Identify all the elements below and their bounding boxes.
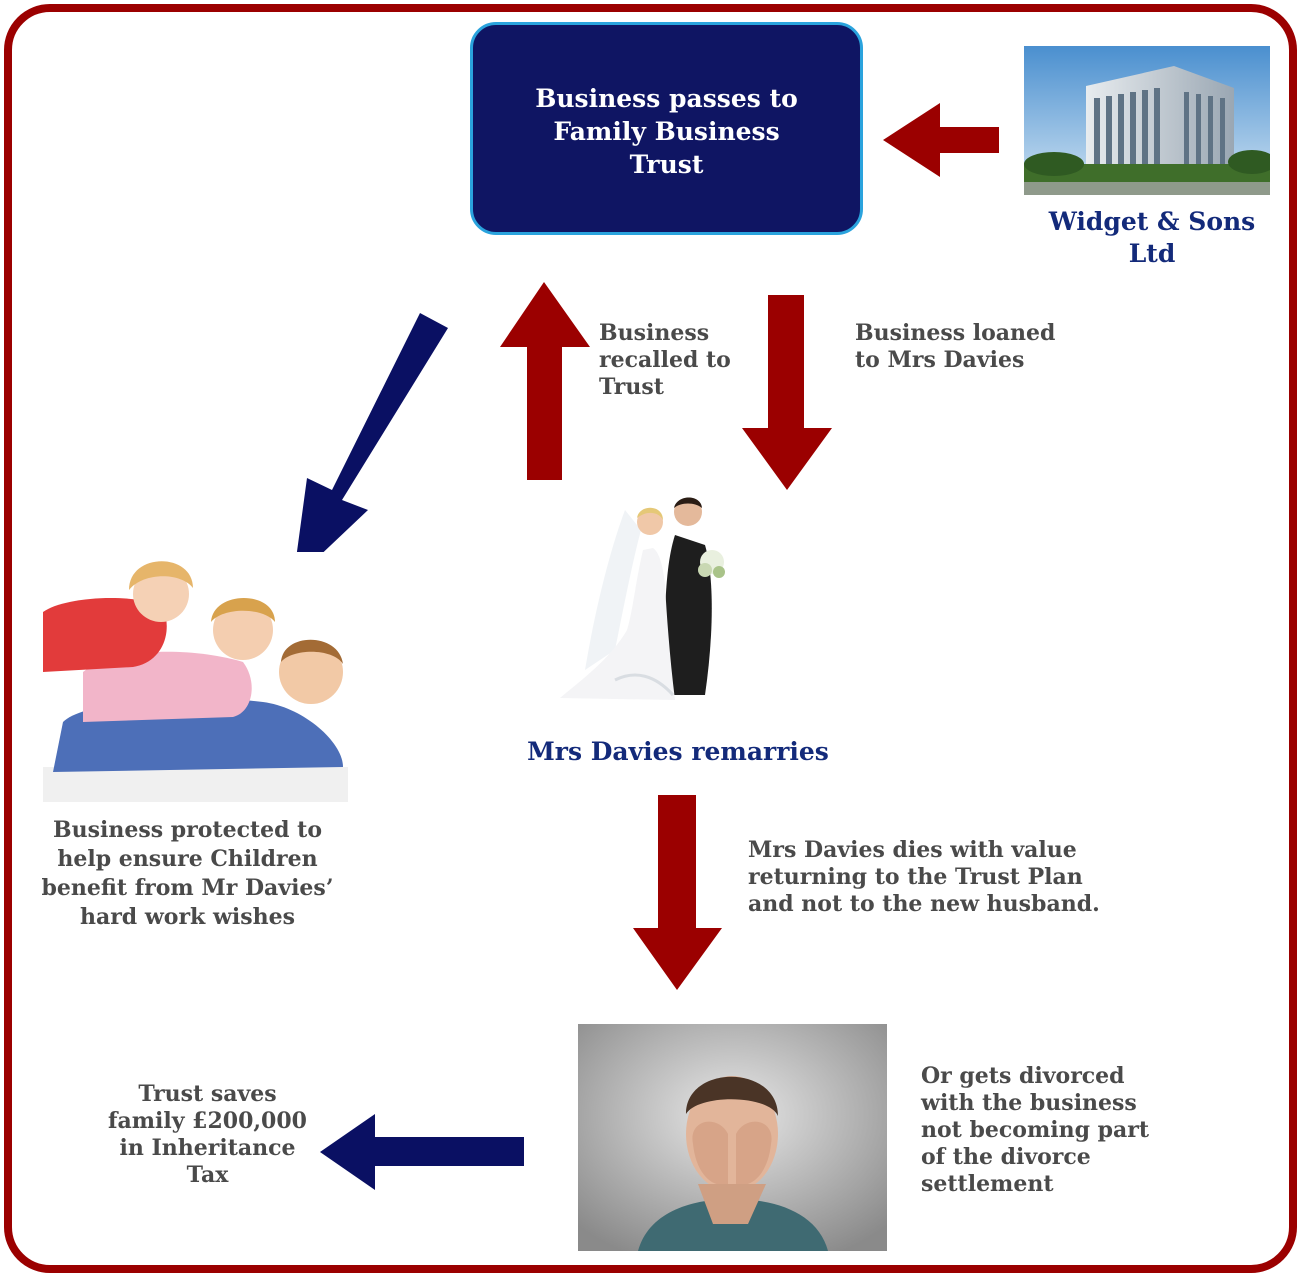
tax-label: Trust saves family £200,000 in Inheritan… (100, 1081, 315, 1189)
children-caption: Business protected to help ensure Childr… (40, 816, 335, 932)
dies-label: Mrs Davies dies with value returning to … (748, 837, 1118, 918)
distressed-man-photo (578, 1024, 887, 1251)
children-caption-text: Business protected to help ensure Childr… (41, 817, 334, 930)
divorce-caption-text: Or gets divorced with the business not b… (921, 1063, 1150, 1197)
office-building-photo (1024, 46, 1270, 195)
company-name: Widget & Sons Ltd (1036, 206, 1268, 270)
recall-label-text: Business recalled to Trust (599, 320, 731, 400)
trust-to-children-arrow (293, 313, 448, 581)
tax-left-arrow (320, 1114, 524, 1190)
remarry-caption: Mrs Davies remarries (500, 736, 856, 768)
children-photo (43, 552, 348, 802)
trust-box-text: Business passes to Family Business Trust (535, 84, 798, 179)
loan-label-text: Business loaned to Mrs Davies (855, 320, 1056, 373)
divorce-caption: Or gets divorced with the business not b… (921, 1063, 1171, 1198)
company-to-trust-arrow (883, 103, 999, 177)
recall-up-arrow (500, 282, 590, 480)
remarry-caption-text: Mrs Davies remarries (527, 737, 829, 766)
recall-label: Business recalled to Trust (599, 320, 739, 401)
dies-label-text: Mrs Davies dies with value returning to … (748, 837, 1100, 917)
dies-down-arrow (633, 795, 722, 990)
loan-down-arrow (742, 295, 832, 490)
wedding-couple-photo (555, 490, 750, 705)
trust-box: Business passes to Family Business Trust (470, 22, 863, 235)
tax-label-text: Trust saves family £200,000 in Inheritan… (108, 1081, 307, 1188)
company-name-text: Widget & Sons Ltd (1048, 207, 1256, 268)
loan-label: Business loaned to Mrs Davies (855, 320, 1075, 374)
